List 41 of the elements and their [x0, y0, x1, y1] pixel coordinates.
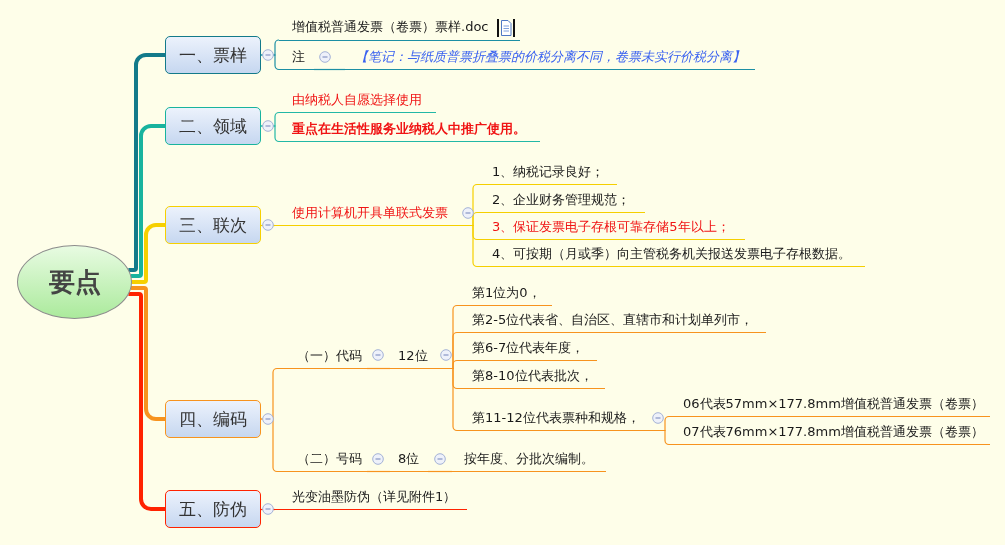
branch-line — [128, 53, 165, 272]
topic-text: 光变油墨防伪（详见附件1） — [275, 488, 467, 510]
topic-box: 四、编码 — [165, 400, 261, 438]
topic-text: （二）号码 — [277, 450, 367, 472]
topic-text: 07代表76mm×177.8mm增值税普通发票（卷票） — [669, 423, 990, 445]
topic-text: 第6-7位代表年度， — [457, 339, 597, 361]
topic-text: 第8-10位代表批次， — [457, 367, 605, 389]
topic-text: 第11-12位代表票种和规格， — [457, 409, 644, 431]
topic-text: 1、纳税记录良好； — [477, 163, 617, 185]
topic-text: 【笔记：与纸质普票折叠票的价税分离不同，卷票未实行价税分离】 — [345, 48, 755, 70]
branch-line — [130, 124, 165, 278]
connector-line — [427, 470, 453, 473]
topic-box: 一、票样 — [165, 36, 261, 74]
topic-box: 五、防伪 — [165, 490, 261, 528]
connector-line — [366, 367, 391, 370]
central-topic: 要点 — [17, 245, 132, 319]
underlined-topic — [279, 18, 520, 41]
topic-text: 2、企业财务管理规范； — [477, 191, 645, 213]
topic-text: 06代表57mm×177.8mm增值税普通发票（卷票） — [669, 395, 990, 417]
topic-text: 3、保证发票电子存根可靠存储5年以上； — [477, 218, 745, 240]
topic-text: 12位 — [390, 347, 432, 369]
topic-box: 二、领域 — [165, 107, 261, 145]
topic-text: 按年度、分批次编制。 — [452, 450, 606, 472]
connector-line — [366, 470, 391, 473]
topic-text: 注 — [279, 48, 314, 70]
topic-text: 使用计算机开具单联式发票 — [275, 204, 455, 226]
topic-text: 第1位为0， — [457, 284, 552, 306]
branch-line — [128, 292, 165, 511]
topic-text: 增值税普通发票（卷票）票样.doc — [292, 19, 489, 34]
connector-line — [643, 429, 670, 446]
connector-line — [313, 68, 346, 71]
topic-text: 第2-5位代表省、自治区、直辖市和计划单列市， — [457, 311, 766, 333]
topic-box: 三、联次 — [165, 206, 261, 244]
topic-text: 重点在生活性服务业纳税人中推广使用。 — [279, 120, 540, 142]
topic-text: （一）代码 — [277, 347, 367, 369]
connector-line — [454, 224, 478, 268]
topic-text: 8位 — [390, 450, 428, 472]
topic-text: 4、可按期（月或季）向主管税务机关报送发票电子存根数据。 — [477, 245, 865, 267]
connector-line — [431, 367, 458, 432]
topic-text: 由纳税人自愿选择使用 — [279, 91, 436, 113]
connector-line — [260, 418, 278, 473]
